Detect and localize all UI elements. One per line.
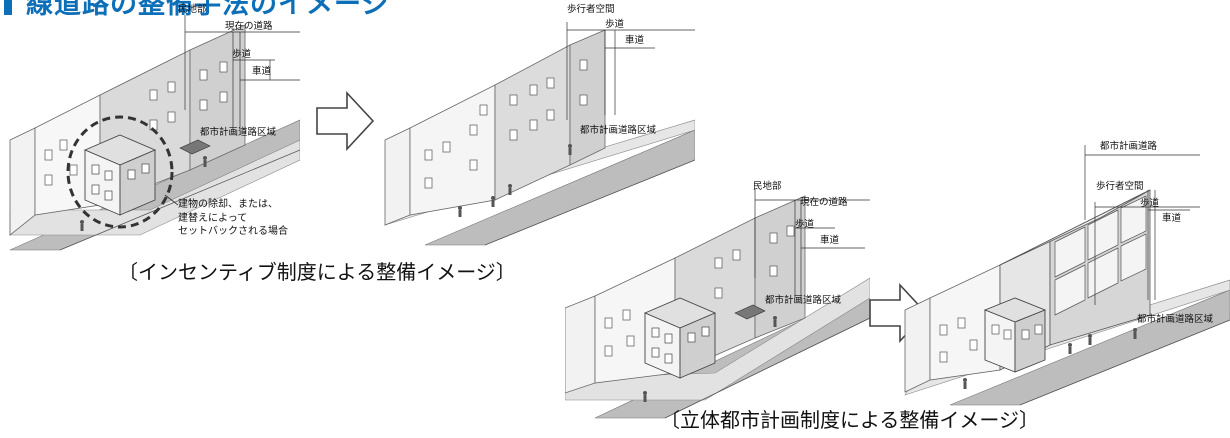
label-sidewalk: 歩道 <box>605 19 625 30</box>
label-current-road: 現在の道路 <box>800 197 848 208</box>
label-sidewalk: 歩道 <box>795 219 815 230</box>
label-sidewalk: 歩道 <box>1140 198 1160 209</box>
caption-three-dimensional: 〔立体都市計画制度による整備イメージ〕 <box>660 408 1039 432</box>
label-city-planned-road: 都市計画道路 <box>1100 141 1158 152</box>
label-city-planned-road-area: 都市計画道路区域 <box>200 127 277 138</box>
label-roadway: 車道 <box>625 35 645 46</box>
label-roadway: 車道 <box>252 66 272 77</box>
setback-note: 建物の除却、または、 建替えによって セットバックされる場合 <box>178 199 288 237</box>
label-current-road: 現在の道路 <box>225 21 273 32</box>
label-roadway: 車道 <box>820 235 840 246</box>
scene-4-illustration <box>904 145 1230 406</box>
title-bar: 線道路の整備手法のイメージ <box>0 0 389 20</box>
scene-current-road-bottom: 民地部 現在の道路 歩道 車道 都市計画道路区域 <box>565 178 870 428</box>
label-private-land: 民地部 <box>753 181 782 192</box>
scene-current-road-top: 民地部 現在の道路 歩道 車道 都市計画道路区域 建物の除却、または、 建替えに… <box>0 0 300 260</box>
arrow-right-icon <box>316 90 375 152</box>
label-pedestrian-space: 歩行者空間 <box>1096 181 1144 192</box>
page-title: 線道路の整備手法のイメージ <box>26 0 390 20</box>
label-sidewalk: 歩道 <box>232 49 252 60</box>
label-city-planned-road-area: 都市計画道路区域 <box>1137 314 1214 325</box>
label-city-planned-road-area: 都市計画道路区域 <box>580 125 657 136</box>
scene-1-illustration <box>9 15 300 251</box>
title-accent-bar <box>4 0 12 15</box>
label-roadway: 車道 <box>1162 213 1182 224</box>
label-pedestrian-space: 歩行者空間 <box>567 4 615 15</box>
caption-incentive: 〔インセンティブ制度による整備イメージ〕 <box>118 260 516 284</box>
scene-three-dimensional-after: 都市計画道路 歩行者空間 歩道 車道 都市計画道路区域 <box>900 130 1230 410</box>
label-private-land: 民地部 <box>178 4 207 15</box>
scene-2-illustration <box>384 22 695 246</box>
scene-incentive-after: 歩行者空間 歩道 車道 都市計画道路区域 <box>375 0 695 250</box>
label-city-planned-road-area: 都市計画道路区域 <box>765 295 842 306</box>
scene-3-illustration <box>565 190 870 419</box>
